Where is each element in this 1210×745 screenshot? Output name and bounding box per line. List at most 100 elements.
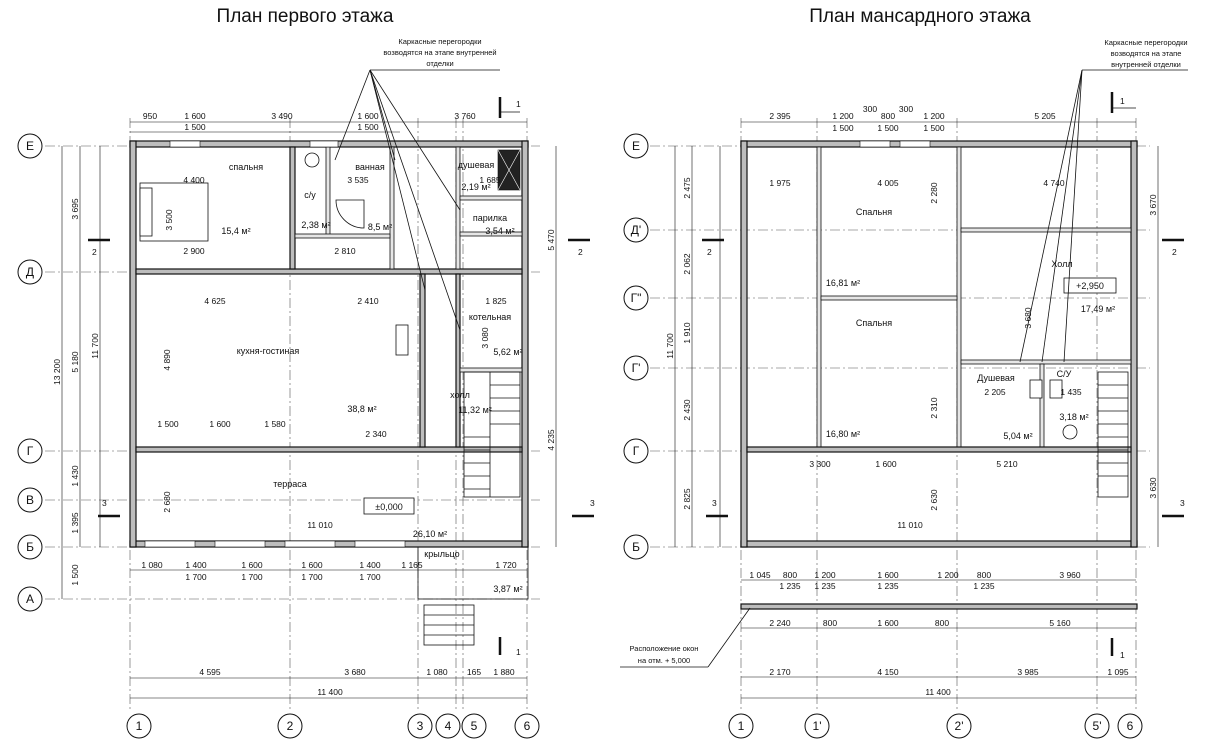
a-dim-left-2430: 2 430 bbox=[682, 399, 692, 421]
a-dim-in-3680: 3 680 bbox=[1023, 307, 1033, 329]
attic-area-bedroom2: 16,80 м² bbox=[826, 429, 860, 439]
attic-room-hall: Холл bbox=[1051, 259, 1072, 269]
sect-3-right-a: 3 bbox=[712, 498, 717, 508]
right-col-6: 6 bbox=[1127, 719, 1134, 733]
sect-2-right-b: 2 bbox=[1172, 247, 1177, 257]
stairs-icon bbox=[463, 371, 521, 498]
a-dim-in-3300: 3 300 bbox=[809, 459, 831, 469]
left-row-e: Е bbox=[26, 139, 34, 153]
dim-left-1500: 1 500 bbox=[70, 564, 80, 586]
level-first: ±0,000 bbox=[375, 502, 402, 512]
a-dim-b1b-1235a: 1 235 bbox=[779, 581, 801, 591]
attic-area-wc: 3,18 м² bbox=[1059, 412, 1088, 422]
dim-bot-1700a: 1 700 bbox=[185, 572, 207, 582]
a-dim-top2-1500c: 1 500 bbox=[923, 123, 945, 133]
dim-top-1600b: 1 600 bbox=[357, 111, 379, 121]
room-bath: ванная bbox=[355, 162, 385, 172]
left-porch bbox=[417, 546, 529, 646]
note-r-partitions-l3: внутренней отделки bbox=[1111, 60, 1181, 69]
dim-in-2680: 2 680 bbox=[162, 491, 172, 513]
a-dim-b2-1600: 1 600 bbox=[877, 618, 899, 628]
sink-icon bbox=[395, 324, 409, 356]
sect-1-top-left: 1 bbox=[516, 99, 521, 109]
attic-room-bedroom2: Спальня bbox=[856, 318, 892, 328]
a-dim-b1-1600: 1 600 bbox=[877, 570, 899, 580]
sect-3-right-b: 3 bbox=[1180, 498, 1185, 508]
sink-icon-attic bbox=[1029, 379, 1043, 399]
area-porch: 3,87 м² bbox=[493, 584, 522, 594]
dim-bot-1700c: 1 700 bbox=[301, 572, 323, 582]
dim-bot-1165: 1 165 bbox=[401, 560, 423, 570]
a-dim-b3-2170: 2 170 bbox=[769, 667, 791, 677]
area-boiler: 5,62 м² bbox=[493, 347, 522, 357]
a-dim-b1-800a: 800 bbox=[783, 570, 797, 580]
a-dim-top-300b: 300 bbox=[899, 104, 913, 114]
left-room-labels: спальня 15,4 м² ванная 8,5 м² с/у 2,38 м… bbox=[221, 160, 522, 594]
a-dim-bot-total: 11 400 bbox=[925, 687, 951, 697]
dim-in-4890: 4 890 bbox=[162, 349, 172, 371]
dim-in-4625: 4 625 bbox=[204, 296, 226, 306]
left-note: Каркасные перегородки возводятся на этап… bbox=[334, 37, 500, 331]
note-partitions-l3: отделки bbox=[426, 59, 453, 68]
right-row-d1: Д' bbox=[631, 223, 641, 237]
dim-top-950: 950 bbox=[143, 111, 157, 121]
left-col-bubbles: 1 2 3 4 5 6 bbox=[126, 713, 540, 739]
room-porch: крыльцо bbox=[424, 549, 459, 559]
a-dim-top-1200b: 1 200 bbox=[923, 111, 945, 121]
toilet-icon-attic bbox=[1062, 424, 1078, 440]
dim-in-3500: 3 500 bbox=[164, 209, 174, 231]
a-dim-right-3630: 3 630 bbox=[1148, 477, 1158, 499]
dim-bot2-3680: 3 680 bbox=[344, 667, 366, 677]
dim-bot-1080: 1 080 bbox=[141, 560, 163, 570]
a-dim-in-4005: 4 005 bbox=[877, 178, 899, 188]
right-row-g1: Г' bbox=[632, 361, 641, 375]
room-wc: с/у bbox=[304, 190, 316, 200]
a-dim-left-total: 11 700 bbox=[665, 333, 675, 359]
area-kitchen: 38,8 м² bbox=[347, 404, 376, 414]
a-dim-b3-3985: 3 985 bbox=[1017, 667, 1039, 677]
dim-bot-1700d: 1 700 bbox=[359, 572, 381, 582]
dim-in-2340: 2 340 bbox=[365, 429, 387, 439]
note-r-partitions-l1: Каркасные перегородки bbox=[1104, 38, 1187, 47]
a-dim-b1-1200a: 1 200 bbox=[814, 570, 836, 580]
right-row-g2: Г" bbox=[631, 291, 642, 305]
dim-top-3760: 3 760 bbox=[454, 111, 476, 121]
dim-in-4400: 4 400 bbox=[183, 175, 205, 185]
dim-right-5470: 5 470 bbox=[546, 229, 556, 251]
bathtub-icon bbox=[335, 199, 365, 229]
right-dimensions: 2 395 1 200 300 800 300 1 200 5 205 1 50… bbox=[665, 104, 1159, 699]
right-col-1p: 1' bbox=[813, 719, 822, 733]
area-sauna: 3,54 м² bbox=[485, 226, 514, 236]
note-windows-l2: на отм. + 5,000 bbox=[638, 656, 690, 665]
dim-in-2410: 2 410 bbox=[357, 296, 379, 306]
right-col-5p: 5' bbox=[1093, 719, 1102, 733]
right-outer-walls bbox=[740, 140, 1138, 548]
right-row-b: Б bbox=[632, 540, 640, 554]
dim-bot-1600a: 1 600 bbox=[241, 560, 263, 570]
dim-bot2-1880: 1 880 bbox=[493, 667, 515, 677]
dim-bot-1400a: 1 400 bbox=[185, 560, 207, 570]
a-dim-b1b-1235d: 1 235 bbox=[973, 581, 995, 591]
first-floor-title: План первого этажа bbox=[217, 6, 394, 27]
area-bedroom: 15,4 м² bbox=[221, 226, 250, 236]
dim-in-3535: 3 535 bbox=[347, 175, 369, 185]
dim-in-1685: 1 685 bbox=[479, 175, 501, 185]
a-dim-in-4740: 4 740 bbox=[1043, 178, 1065, 188]
left-col-3: 3 bbox=[417, 719, 424, 733]
dim-bot2-4595: 4 595 bbox=[199, 667, 221, 677]
a-dim-top-5205: 5 205 bbox=[1034, 111, 1056, 121]
dim-left-1430: 1 430 bbox=[70, 465, 80, 487]
a-dim-in-1435: 1 435 bbox=[1060, 387, 1082, 397]
a-dim-left-2475: 2 475 bbox=[682, 177, 692, 199]
dim-left-3695: 3 695 bbox=[70, 198, 80, 220]
a-dim-b2-2240: 2 240 bbox=[769, 618, 791, 628]
sect-2-right-a: 2 bbox=[707, 247, 712, 257]
dim-bot-1720: 1 720 bbox=[495, 560, 517, 570]
a-dim-b1-800b: 800 bbox=[977, 570, 991, 580]
left-dimensions: 950 1 600 3 490 1 600 3 760 1 500 1 500 … bbox=[52, 111, 557, 699]
dim-top-1600a: 1 600 bbox=[184, 111, 206, 121]
a-dim-in-1975: 1 975 bbox=[769, 178, 791, 188]
right-col-bubbles: 1 1' 2' 5' 6 bbox=[728, 713, 1143, 739]
note-windows-l1: Расположение окон bbox=[630, 644, 699, 653]
